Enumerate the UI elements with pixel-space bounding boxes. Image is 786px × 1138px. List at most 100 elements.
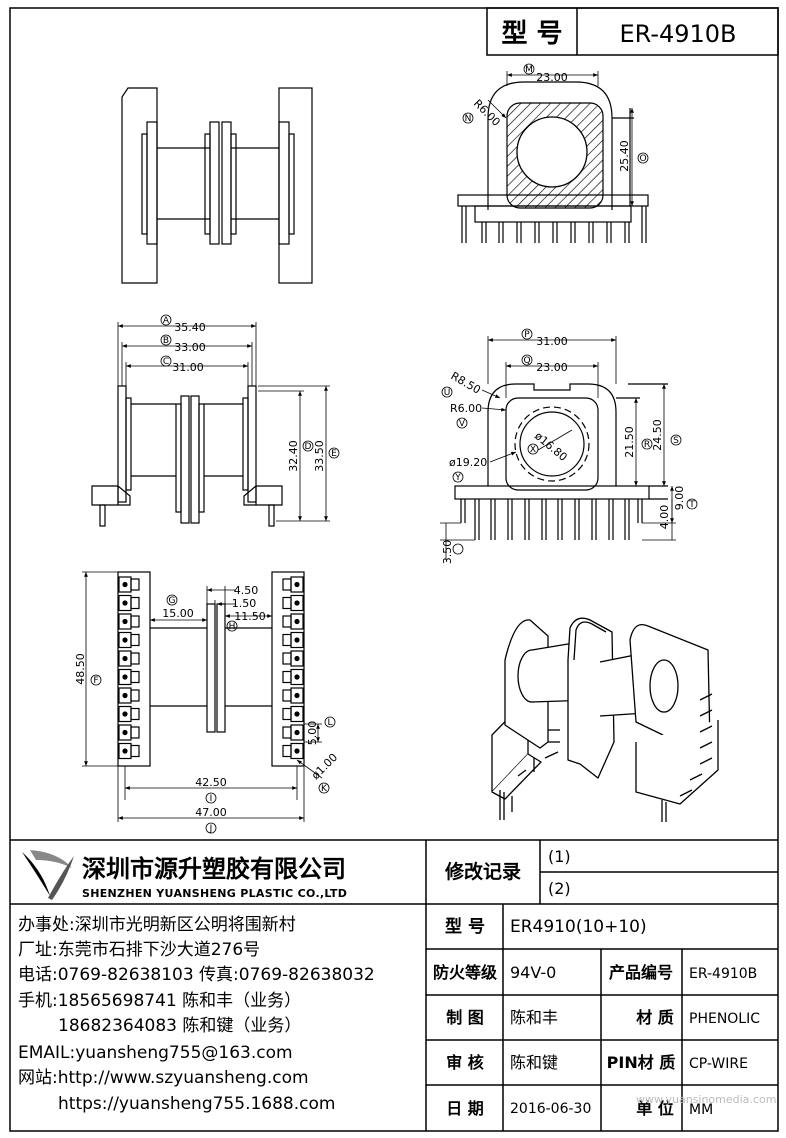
spec-material-value: PHENOLIC bbox=[689, 1011, 760, 1027]
dim-Y-id: Y bbox=[454, 473, 461, 483]
pin-slot bbox=[282, 596, 292, 610]
spec-material-label: 材 质 bbox=[636, 1008, 674, 1027]
dim-K: ø1.00 bbox=[309, 751, 340, 782]
spec-model-label: 型 号 bbox=[445, 916, 485, 937]
pin-hole bbox=[294, 748, 300, 754]
pin-slot bbox=[130, 689, 140, 702]
spec-product-no-label: 产品编号 bbox=[609, 963, 673, 982]
pin-slot bbox=[130, 596, 140, 610]
dim-C: 31.00 bbox=[172, 361, 204, 374]
pin-hole bbox=[294, 674, 300, 680]
header-model-value: ER-4910B bbox=[619, 20, 736, 48]
dim-V: R6.00 bbox=[450, 402, 482, 415]
spec-date-label: 日 期 bbox=[446, 1099, 484, 1118]
dim-O: 25.40 bbox=[618, 140, 631, 172]
pin-slot bbox=[282, 578, 292, 591]
dim-Q: 23.00 bbox=[536, 361, 568, 374]
spec-fire-value: 94V-0 bbox=[510, 963, 556, 982]
sheet-border bbox=[9, 7, 779, 1132]
spec-drawn-label: 制 图 bbox=[446, 1008, 484, 1027]
spec-unit-value: MM bbox=[689, 1102, 713, 1118]
dim-K-id: K bbox=[321, 784, 328, 794]
dim-J: 47.00 bbox=[195, 806, 227, 819]
dim-V-id: V bbox=[459, 419, 466, 429]
dim-U-id: U bbox=[444, 388, 451, 398]
company-name-en: SHENZHEN YUANSHENG PLASTIC CO.,LTD bbox=[82, 887, 347, 900]
pin-slot bbox=[130, 615, 140, 628]
dim-B: 33.00 bbox=[174, 341, 206, 354]
dim-O-id: O bbox=[639, 154, 646, 164]
pin-slot bbox=[282, 726, 292, 739]
company-mobile-2: 18682364083 陈和键（业务） bbox=[58, 1016, 301, 1036]
company-mobile-1: 手机:18565698741 陈和丰（业务） bbox=[18, 991, 301, 1011]
pin-hole bbox=[122, 748, 128, 754]
dim-E: 33.50 bbox=[313, 440, 326, 472]
pin-slot bbox=[130, 744, 140, 758]
dim-J-id: J bbox=[209, 824, 213, 834]
pin-slot bbox=[130, 670, 140, 684]
dim-4-00: 4.00 bbox=[658, 505, 671, 530]
spec-pin-label: PIN材 质 bbox=[607, 1053, 676, 1072]
company-shop: https://yuansheng755.1688.com bbox=[58, 1094, 335, 1114]
header-model-label: 型 号 bbox=[501, 19, 562, 49]
dim-G-id: G bbox=[169, 596, 176, 606]
pin-slot bbox=[282, 707, 292, 721]
dim-A: 35.40 bbox=[174, 321, 206, 334]
bottom-view-lower-left: 48.50 F G 15.00 4.50 1.50 11.50 H 5.00 L… bbox=[74, 571, 340, 834]
revision-row-2: (2) bbox=[548, 879, 571, 898]
company-name-cn: 深圳市源升塑胶有限公司 bbox=[82, 855, 346, 883]
spec-drawn-value: 陈和丰 bbox=[510, 1008, 558, 1027]
dim-I: 42.50 bbox=[195, 776, 227, 789]
dim-G: 15.00 bbox=[162, 607, 194, 620]
pin-hole bbox=[122, 655, 128, 662]
pin-slot bbox=[282, 652, 292, 665]
spec-check-label: 审 核 bbox=[446, 1053, 484, 1072]
dim-B-id: B bbox=[163, 336, 169, 346]
company-office: 办事处:深圳市光明新区公明将围新村 bbox=[18, 915, 296, 935]
pin-slot bbox=[282, 744, 292, 758]
front-view-top-right: 23.00 M R6.00 N 25.40 O bbox=[457, 63, 649, 243]
dim-A-id: A bbox=[163, 316, 170, 326]
spec-unit-label: 单 位 bbox=[636, 1099, 674, 1118]
pin-hole bbox=[122, 692, 128, 699]
company-website: 网站:http://www.szyuansheng.com bbox=[18, 1068, 309, 1088]
pin-hole bbox=[294, 618, 300, 625]
dim-N: R6.00 bbox=[471, 97, 503, 129]
pin-hole bbox=[294, 711, 300, 717]
dim-L: 5.00 bbox=[306, 721, 319, 746]
side-view-middle-left: A 35.40 B 33.00 C 31.00 32.40 D 33.50 E bbox=[91, 314, 340, 527]
spec-check-value: 陈和键 bbox=[510, 1053, 558, 1072]
pin-hole bbox=[122, 637, 128, 643]
pin-hole bbox=[122, 618, 128, 625]
company-phone: 电话:0769-82638103 传真:0769-82638032 bbox=[18, 965, 375, 985]
dim-U: R8.50 bbox=[449, 369, 483, 396]
spec-fire-label: 防火等级 bbox=[433, 963, 498, 982]
spec-model-value: ER4910(10+10) bbox=[510, 917, 647, 937]
dim-I-id: I bbox=[210, 794, 213, 804]
company-email: EMAIL:yuansheng755@163.com bbox=[18, 1043, 293, 1063]
dim-1-50: 1.50 bbox=[232, 597, 257, 610]
spec-product-no-value: ER-4910B bbox=[689, 966, 757, 982]
pin-hole bbox=[122, 729, 128, 736]
dim-R: 21.50 bbox=[623, 426, 636, 458]
pin-slot bbox=[282, 689, 292, 702]
dim-F: 48.50 bbox=[74, 653, 87, 685]
pin-slot bbox=[282, 615, 292, 628]
dim-T-id: T bbox=[688, 500, 695, 510]
pin-hole bbox=[294, 692, 300, 699]
dim-T: 9.00 bbox=[673, 486, 686, 511]
revision-row-1: (1) bbox=[548, 847, 571, 866]
dim-S: 24.50 bbox=[651, 419, 664, 451]
pin-hole bbox=[294, 600, 300, 606]
dim-L-id: L bbox=[327, 718, 332, 728]
pin-hole bbox=[122, 711, 128, 717]
dim-P-id: P bbox=[524, 330, 530, 340]
pins-front-middle bbox=[460, 499, 643, 540]
dim-S-id: S bbox=[673, 436, 679, 446]
revision-label: 修改记录 bbox=[444, 860, 521, 883]
pin-hole bbox=[294, 655, 300, 662]
dim-X-id: X bbox=[530, 445, 536, 455]
company-logo bbox=[22, 850, 74, 900]
dim-4-50: 4.50 bbox=[234, 584, 259, 597]
